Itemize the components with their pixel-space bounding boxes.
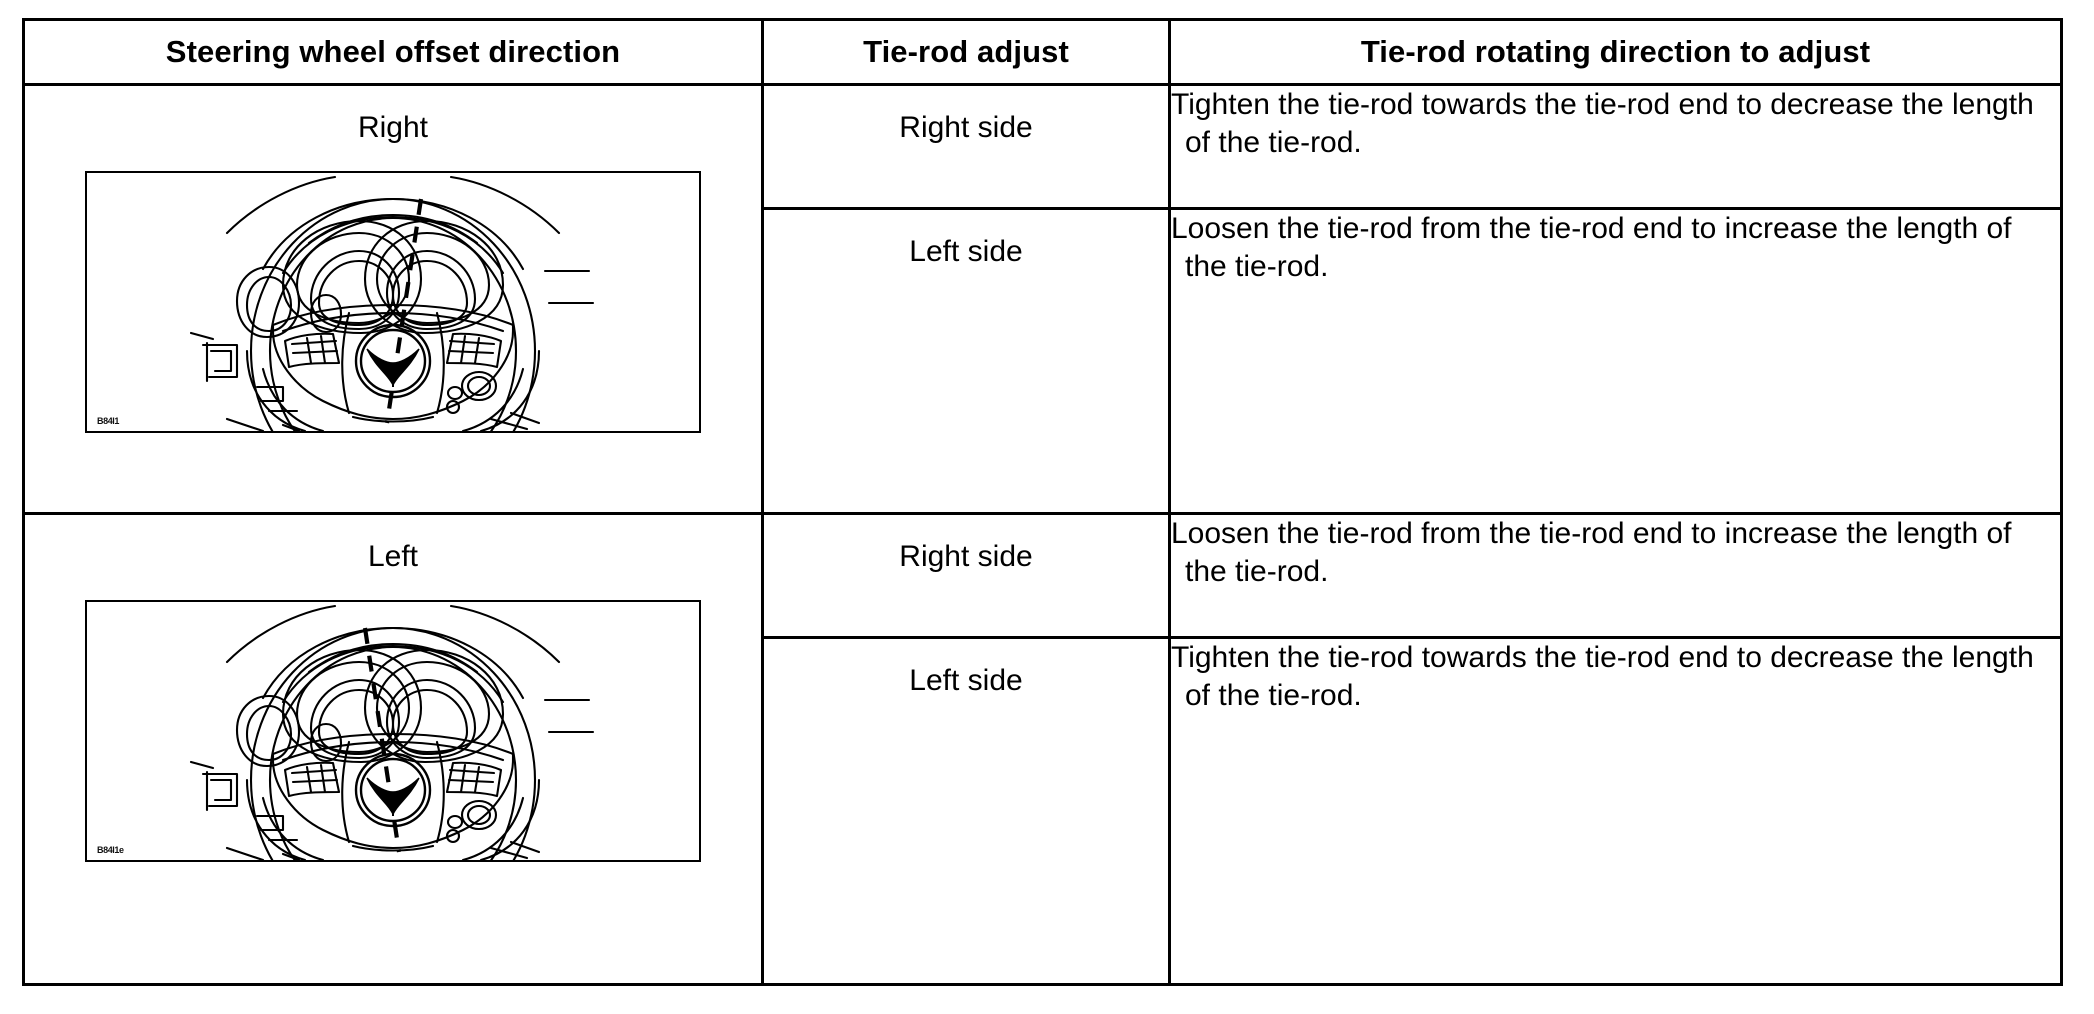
table-row: Left side Tighten the tie-rod towards th…: [24, 636, 2063, 986]
steering-wheel-illustration-left-icon: [189, 605, 595, 861]
steering-wheel-figure-left: B84I1e: [85, 600, 701, 863]
column-header-steering-wheel-offset-direction: Steering wheel offset direction: [22, 18, 764, 86]
offset-centerline-left: [362, 627, 402, 853]
rotating-direction-cell: Tighten the tie-rod towards the tie-rod …: [1168, 636, 2063, 986]
steering-wheel-adjustment-table-container: Steering wheel offset direction Tie-rod …: [22, 18, 2063, 986]
table-row: Left side Loosen the tie-rod from the ti…: [24, 206, 2063, 516]
rotating-direction-text: Tighten the tie-rod towards the tie-rod …: [1171, 88, 2034, 160]
column-header-label: Steering wheel offset direction: [165, 33, 621, 69]
tie-rod-adjust-cell: Left side: [761, 206, 1171, 516]
direction-label: Left: [367, 540, 419, 574]
column-header-label: Tie-rod rotating direction to adjust: [1360, 33, 1871, 69]
tie-rod-adjust-label: Right side: [899, 111, 1033, 144]
table-header-row: Steering wheel offset direction Tie-rod …: [22, 18, 2063, 86]
rotating-direction-cell: Loosen the tie-rod from the tie-rod end …: [1168, 206, 2063, 516]
rotating-direction-text: Loosen the tie-rod from the tie-rod end …: [1171, 211, 2012, 284]
tie-rod-adjust-cell: Left side: [761, 636, 1171, 986]
direction-cell-right: Right: [22, 82, 764, 516]
direction-cell-left: Left: [22, 512, 764, 986]
mazda-logo-icon: [354, 752, 432, 828]
column-header-tie-rod-adjust: Tie-rod adjust: [761, 18, 1171, 86]
table-row: Right: [22, 82, 2063, 516]
figure-id-label: B84I1e: [97, 845, 124, 856]
steering-wheel-illustration-right-icon: [189, 175, 595, 431]
column-header-tie-rod-rotating-direction: Tie-rod rotating direction to adjust: [1168, 18, 2063, 86]
steering-wheel-figure-right: B84I1: [85, 171, 701, 433]
rotating-direction-text: Loosen the tie-rod from the tie-rod end …: [1171, 517, 2012, 589]
column-header-label: Tie-rod adjust: [863, 33, 1069, 69]
figure-id-label: B84I1: [97, 416, 120, 426]
steering-wheel-adjustment-table: Steering wheel offset direction Tie-rod …: [22, 18, 2063, 986]
tie-rod-adjust-cell: Right side: [761, 83, 1171, 210]
mazda-logo-icon: [354, 323, 432, 399]
offset-centerline-right: [384, 198, 424, 424]
tie-rod-adjust-label: Left side: [909, 234, 1023, 268]
tie-rod-adjust-cell: Right side: [761, 512, 1171, 640]
rotating-direction-cell: Loosen the tie-rod from the tie-rod end …: [1168, 512, 2063, 640]
rotating-direction-text: Tighten the tie-rod towards the tie-rod …: [1171, 641, 2034, 713]
tie-rod-adjust-label: Right side: [899, 540, 1033, 574]
rotating-direction-cell: Tighten the tie-rod towards the tie-rod …: [1168, 83, 2063, 210]
tie-rod-adjust-label: Left side: [909, 664, 1023, 698]
direction-label: Right: [357, 111, 429, 144]
table-row: Left: [22, 512, 2063, 986]
